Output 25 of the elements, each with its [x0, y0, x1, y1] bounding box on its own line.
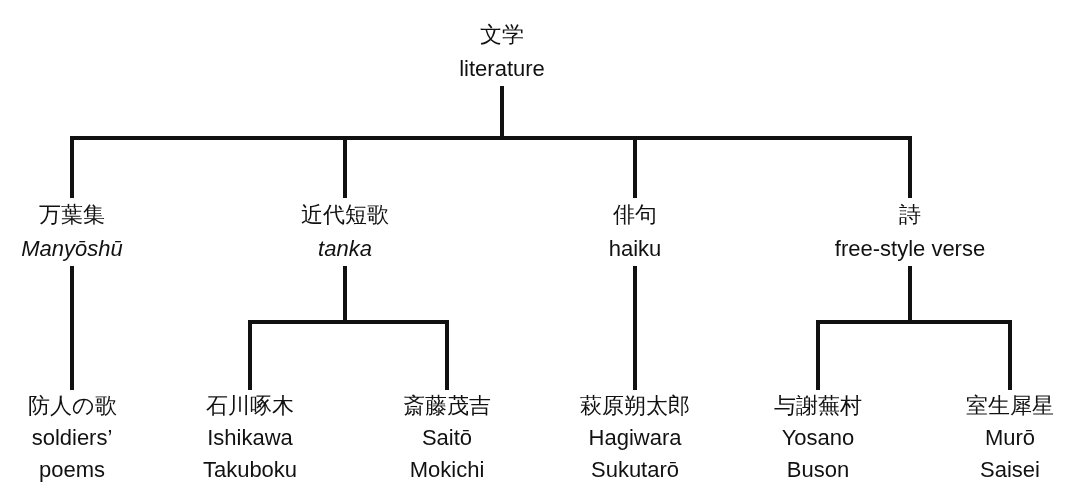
japanese-term: 与謝蕪村 — [773, 392, 863, 420]
japanese-term: 斎藤茂吉 — [402, 392, 492, 420]
japanese-term: 萩原朔太郎 — [579, 392, 691, 420]
english-gloss: Murō Saisei — [979, 424, 1041, 484]
english-gloss: literature — [458, 55, 546, 83]
english-gloss: Manyōshū — [20, 235, 124, 263]
japanese-term: 俳句 — [612, 201, 658, 229]
english-gloss: Saitō Mokichi — [408, 424, 486, 484]
tree-connector — [633, 266, 637, 390]
english-gloss: Hagiwara Sukutarō — [587, 424, 683, 484]
japanese-term: 文学 — [479, 21, 525, 49]
japanese-term: 詩 — [898, 201, 922, 229]
tree-connector — [70, 266, 74, 390]
english-gloss: Ishikawa Takuboku — [201, 424, 299, 484]
english-gloss: haiku — [607, 235, 663, 263]
japanese-term: 石川啄木 — [205, 392, 295, 420]
tree-connector — [500, 86, 912, 198]
japanese-term: 近代短歌 — [300, 201, 390, 229]
english-gloss: free-style verse — [833, 235, 987, 263]
japanese-term: 室生犀星 — [965, 392, 1055, 420]
english-gloss: soldiers’ poems — [30, 424, 114, 484]
english-gloss: Yosano Buson — [780, 424, 856, 484]
english-gloss: tanka — [317, 235, 373, 263]
japanese-term: 万葉集 — [38, 201, 106, 229]
japanese-term: 防人の歌 — [26, 392, 118, 420]
